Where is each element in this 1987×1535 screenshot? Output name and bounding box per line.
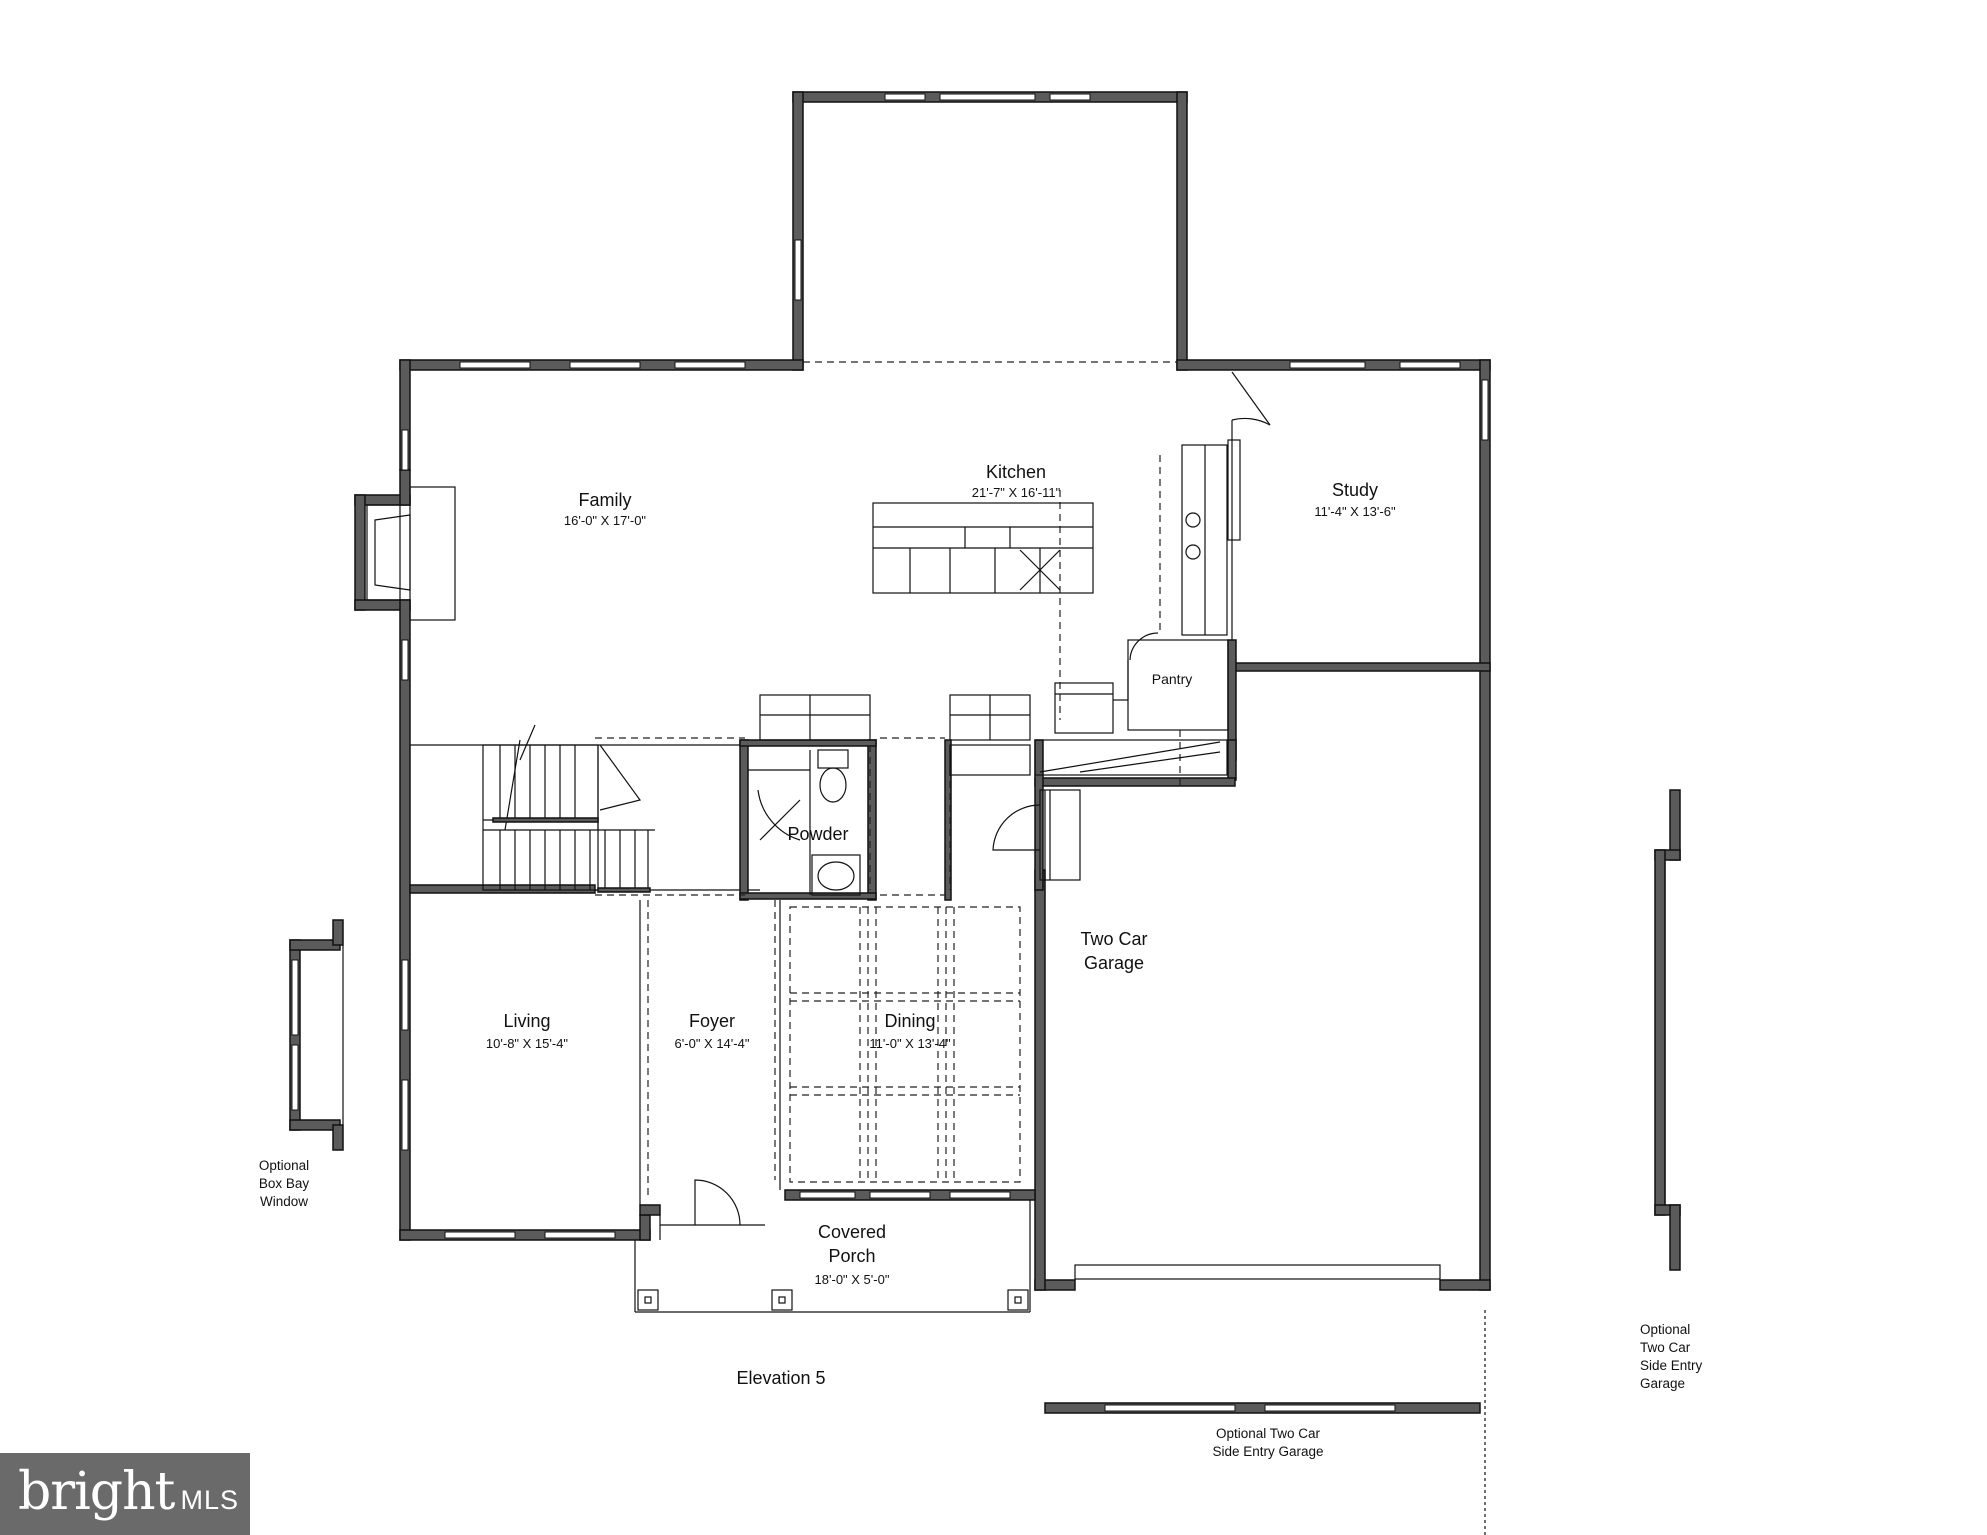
powder-fixtures <box>748 749 861 896</box>
side-entry-right-note-line4: Garage <box>1640 1376 1685 1391</box>
box-bay-note-line1: Optional <box>259 1158 309 1173</box>
kitchen-counter <box>1181 439 1241 636</box>
dining-tile-grid <box>789 906 1021 1183</box>
pantry-label: Pantry <box>1152 671 1192 687</box>
pantry <box>1054 632 1229 734</box>
foyer-dims: 6'-0" X 14'-4" <box>675 1036 750 1051</box>
side-entry-garage-wall-bottom <box>1044 1402 1481 1414</box>
garage-label-line1: Two Car <box>1080 929 1147 949</box>
side-entry-garage-wall-right <box>1654 789 1681 1271</box>
family-dims: 16'-0" X 17'-0" <box>564 513 647 528</box>
living-label: Living <box>503 1011 550 1031</box>
elevation-label: Elevation 5 <box>736 1368 825 1388</box>
dining-label: Dining <box>884 1011 935 1031</box>
exterior-windows <box>401 361 1489 1239</box>
study-door <box>1231 371 1271 426</box>
box-bay-note-line2: Box Bay <box>259 1176 310 1191</box>
kitchen-label: Kitchen <box>986 462 1046 482</box>
powder-label: Powder <box>787 824 848 844</box>
exterior-walls <box>354 359 1491 1291</box>
kitchen-island <box>872 502 1094 594</box>
logo-brand: bright <box>18 1462 175 1522</box>
front-door <box>660 1179 765 1226</box>
dining-dims: 11'-0" X 13'-4" <box>869 1036 951 1051</box>
garage-door <box>1074 1264 1441 1280</box>
buffet-counters <box>759 694 1031 776</box>
logo-suffix: MLS <box>180 1485 239 1515</box>
box-bay-window <box>289 919 344 1151</box>
porch-label-line2: Porch <box>828 1246 875 1266</box>
box-bay-note-line3: Window <box>260 1194 308 1209</box>
mudroom-bench <box>992 739 1228 881</box>
living-dims: 10'-8" X 15'-4" <box>486 1036 569 1051</box>
porch-label-line1: Covered <box>818 1222 886 1242</box>
study-dims: 11'-4" X 13'-6" <box>1314 504 1396 519</box>
side-entry-right-note-line3: Side Entry <box>1640 1358 1703 1373</box>
staircase <box>482 724 655 893</box>
kitchen-dims: 21'-7" X 16'-11" <box>972 485 1061 500</box>
study-label: Study <box>1332 480 1378 500</box>
side-entry-bottom-note-line1: Optional Two Car <box>1216 1426 1321 1441</box>
dashed-openings <box>595 455 1181 1200</box>
foyer-label: Foyer <box>689 1011 735 1031</box>
fireplace <box>366 486 456 621</box>
rear-bumpout-walls <box>792 91 1188 371</box>
garage-label-line2: Garage <box>1084 953 1144 973</box>
family-label: Family <box>579 490 632 510</box>
porch-dims: 18'-0" X 5'-0" <box>815 1272 890 1287</box>
covered-porch <box>634 1200 1031 1313</box>
side-entry-bottom-note-line2: Side Entry Garage <box>1212 1444 1323 1459</box>
side-entry-right-note-line2: Two Car <box>1640 1340 1691 1355</box>
side-entry-right-note-line1: Optional <box>1640 1322 1690 1337</box>
